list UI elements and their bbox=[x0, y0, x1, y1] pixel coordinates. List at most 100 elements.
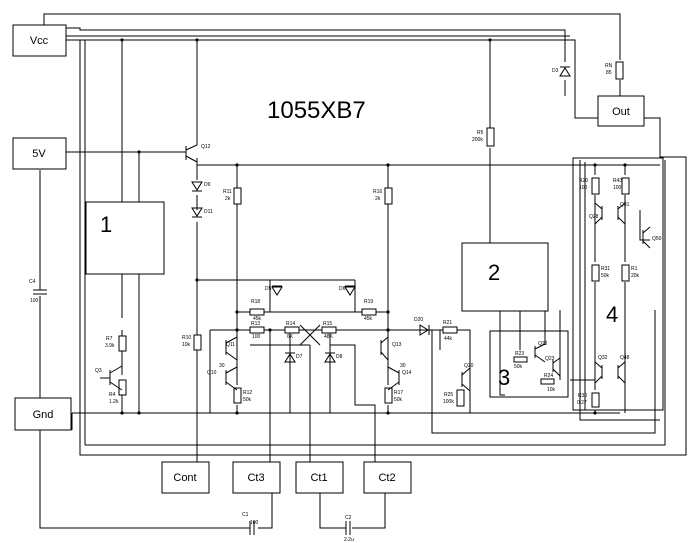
terminal-ct2-label: Ct2 bbox=[378, 472, 395, 484]
label-r4-value: 1.2k bbox=[109, 399, 119, 405]
label-r20-value: 100 bbox=[579, 185, 588, 191]
label-r18: R18 bbox=[251, 299, 260, 305]
resistor-r17 bbox=[384, 387, 393, 404]
terminal-5v-label: 5V bbox=[32, 148, 46, 160]
label-q50: Q50 bbox=[652, 236, 662, 242]
label-q11: Q11 bbox=[226, 342, 235, 348]
transistor-q31 bbox=[617, 202, 626, 225]
label-rn-value: 85 bbox=[606, 70, 612, 76]
resistor-r16 bbox=[384, 187, 393, 205]
label-r43: R43 bbox=[613, 178, 622, 184]
label-r25-value: 100k bbox=[443, 399, 454, 405]
resistor-r4 bbox=[118, 379, 127, 396]
terminal-vcc[interactable]: Vcc bbox=[12, 24, 67, 57]
label-q32: Q32 bbox=[598, 355, 608, 361]
label-r19-value: 45k bbox=[364, 316, 373, 322]
resistor-r5 bbox=[486, 127, 495, 147]
block-2: 2 bbox=[461, 242, 549, 312]
terminal-gnd-label: Gnd bbox=[33, 409, 54, 421]
label-d7: D7 bbox=[296, 354, 303, 360]
label-d3: D3 bbox=[552, 68, 559, 74]
label-r16: R16 bbox=[373, 189, 382, 195]
terminal-ct1-label: Ct1 bbox=[310, 472, 327, 484]
resistor-r21 bbox=[442, 326, 458, 334]
label-c1-value: 100 bbox=[250, 520, 259, 526]
terminal-cont[interactable]: Cont bbox=[161, 461, 210, 494]
chip-title: 1055XB7 bbox=[267, 97, 366, 124]
label-r13-value: 100 bbox=[252, 334, 261, 340]
label-q14: Q14 bbox=[402, 370, 412, 376]
terminal-out-label: Out bbox=[612, 106, 630, 118]
label-r16-value: 2k bbox=[375, 196, 381, 202]
label-r10-value: 10k bbox=[182, 342, 191, 348]
label-r25: R25 bbox=[444, 392, 453, 398]
block-1-label: 1 bbox=[100, 212, 112, 237]
label-r7: R7 bbox=[106, 336, 113, 342]
label-r20: R20 bbox=[579, 178, 588, 184]
label-r4: R4 bbox=[109, 392, 116, 398]
label-r14: R14 bbox=[286, 321, 295, 327]
label-r1-value: 20k bbox=[631, 273, 640, 279]
label-q3: Q3 bbox=[95, 368, 102, 374]
resistor-r19 bbox=[361, 308, 377, 316]
label-r15-value: 48K bbox=[324, 334, 334, 340]
label-r23-value: 50k bbox=[514, 364, 523, 370]
transistor-q22 bbox=[534, 343, 546, 363]
label-r17-value: 50k bbox=[394, 397, 403, 403]
resistor-r1 bbox=[621, 264, 630, 282]
label-d5: D5 bbox=[265, 286, 272, 292]
label-d9: D9 bbox=[204, 182, 211, 188]
label-q28: Q28 bbox=[589, 214, 599, 220]
resistor-r23 bbox=[513, 356, 528, 363]
label-r11: R11 bbox=[223, 189, 232, 195]
label-r24: R24 bbox=[544, 373, 553, 379]
transistor-q32 bbox=[594, 361, 603, 384]
transistor-q12 bbox=[185, 144, 198, 163]
transistor-q3 bbox=[100, 365, 123, 391]
label-q22: Q22 bbox=[538, 341, 548, 347]
resistor-r25 bbox=[456, 389, 465, 407]
resistor-r10 bbox=[193, 334, 202, 351]
resistor-r30 bbox=[591, 392, 600, 408]
resistor-rn bbox=[615, 61, 624, 80]
terminal-ct2[interactable]: Ct2 bbox=[363, 461, 412, 494]
transistor-q48 bbox=[617, 361, 626, 384]
resistor-r43 bbox=[621, 177, 630, 195]
terminal-out[interactable]: Out bbox=[597, 95, 645, 127]
terminal-ct3-label: Ct3 bbox=[247, 472, 264, 484]
resistor-r14 bbox=[284, 326, 300, 334]
terminal-gnd[interactable]: Gnd bbox=[14, 397, 72, 431]
label-d6: D6 bbox=[339, 286, 346, 292]
resistor-r12 bbox=[233, 387, 242, 404]
label-r31-value: 50k bbox=[601, 273, 610, 279]
terminal-cont-label: Cont bbox=[173, 472, 196, 484]
block-4: 4 bbox=[572, 157, 664, 411]
block-2-label: 2 bbox=[488, 260, 500, 285]
label-r11-value: 2k bbox=[225, 196, 231, 202]
label-r31: R31 bbox=[601, 266, 610, 272]
label-q31: Q31 bbox=[620, 202, 630, 208]
resistor-r15 bbox=[321, 326, 337, 334]
label-q12: Q12 bbox=[201, 144, 211, 150]
block-3-label: 3 bbox=[498, 365, 510, 390]
label-q23: Q23 bbox=[545, 356, 555, 362]
resistor-r13 bbox=[249, 326, 265, 334]
label-r21-value: 44k bbox=[444, 336, 453, 342]
diodes bbox=[191, 66, 571, 363]
label-r19: R19 bbox=[364, 299, 373, 305]
transistor-q28 bbox=[594, 202, 603, 225]
block-4-label: 4 bbox=[606, 302, 618, 327]
label-r15: R15 bbox=[323, 321, 332, 327]
terminal-5v[interactable]: 5V bbox=[12, 137, 67, 170]
label-d20: D20 bbox=[414, 317, 423, 323]
transistor-q14 bbox=[387, 366, 400, 391]
transistor-q23 bbox=[552, 357, 561, 377]
label-r13: R13 bbox=[251, 321, 260, 327]
terminal-ct1[interactable]: Ct1 bbox=[295, 461, 344, 494]
terminal-ct3[interactable]: Ct3 bbox=[232, 461, 281, 494]
component-labels: Q12 D9 D11 R11 2k R16 2k R5 200k D3 RN 8… bbox=[29, 63, 662, 543]
label-d8: D8 bbox=[336, 354, 343, 360]
transistor-q50 bbox=[642, 226, 651, 249]
label-r7-value: 3.9k bbox=[105, 343, 115, 349]
